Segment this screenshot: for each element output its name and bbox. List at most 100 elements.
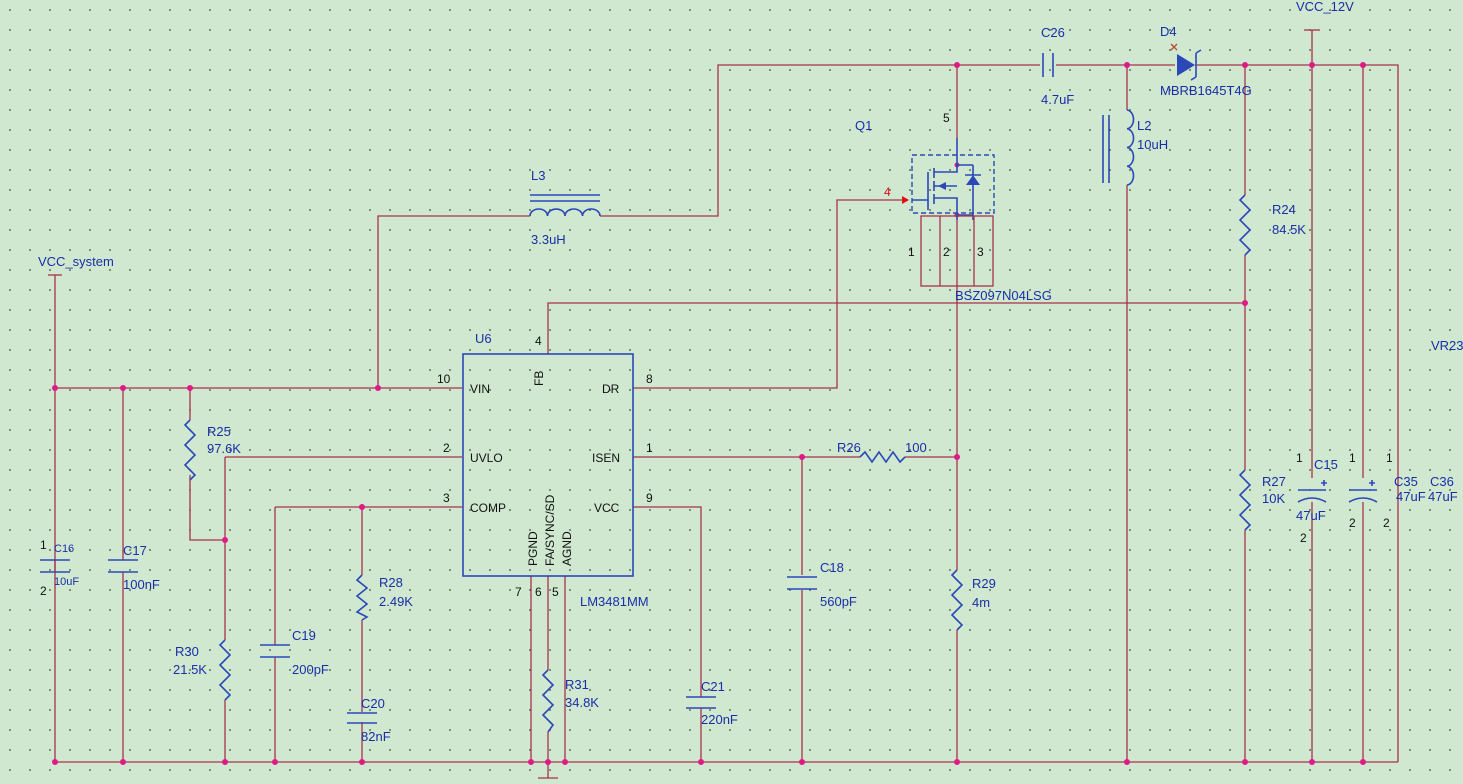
pin-num-vcc: 9 [646,491,653,505]
c36-pin1: 1 [1386,451,1393,465]
resistor-r25[interactable]: R25 97.6K [183,419,241,481]
resistor-r30[interactable]: R30 21.5K [173,639,232,701]
q1-ref: Q1 [855,118,872,133]
pin-vcc-label: VCC [594,501,620,515]
resistor-r24[interactable]: R24 84.5K [1238,194,1306,256]
q1-pin-s1: 1 [908,245,915,259]
c21-value: 220nF [701,712,738,727]
c20-value: 82nF [361,729,391,744]
r30-ref: R30 [175,644,199,659]
capacitor-c18[interactable]: C18 560pF [787,560,857,609]
capacitor-c15[interactable]: C15 47uF 1 2 [1296,451,1338,545]
r27-ref: R27 [1262,474,1286,489]
r24-ref: R24 [1272,202,1296,217]
resistor-r31[interactable]: R31 34.8K [541,669,599,733]
capacitor-c35[interactable]: C35 47uF 1 2 [1348,451,1426,530]
c35-pin1: 1 [1349,451,1356,465]
vcc-system-label: VCC_system [38,254,114,269]
c16-pin2: 2 [40,584,47,598]
mosfet-q1[interactable]: Q1 4 5 1 2 3 BSZ097N04LSG [855,111,1052,303]
c16-pin1: 1 [40,538,47,552]
c20-ref: C20 [361,696,385,711]
l3-value: 3.3uH [531,232,566,247]
resistor-r28[interactable]: R28 2.49K [355,574,413,621]
l2-ref: L2 [1137,118,1151,133]
wires [54,30,1399,778]
u6-ref: U6 [475,331,492,346]
c16-ref: C16 [54,543,74,555]
pin-fb-label: FB [532,371,546,386]
resistor-r27[interactable]: R27 10K [1238,469,1286,531]
pin-vin-label: VIN [470,382,490,396]
pin-pgnd-label: PGND [526,531,540,566]
r25-value: 97.6K [207,441,241,456]
c18-value: 560pF [820,594,857,609]
vcc-system-symbol[interactable]: VCC_system [38,254,114,276]
c15-pin2: 2 [1300,531,1307,545]
c35-ref: C35 [1394,474,1418,489]
r29-ref: R29 [972,576,996,591]
c35-pin2: 2 [1349,516,1356,530]
c21-ref: C21 [701,679,725,694]
pin-num-fa: 6 [535,585,542,599]
pin-num-isen: 1 [646,441,653,455]
c26-value: 4.7uF [1041,92,1074,107]
r31-value: 34.8K [565,695,599,710]
capacitor-c26[interactable]: C26 4.7uF [1041,25,1074,107]
pin-fa-label: FA/SYNC/SD [543,494,557,566]
c36-ref: C36 [1430,474,1454,489]
d4-part: MBRB1645T4G [1160,83,1252,98]
c26-ref: C26 [1041,25,1065,40]
vr23-ref: VR23 [1431,338,1463,353]
r25-ref: R25 [207,424,231,439]
pin-uvlo-label: UVLO [470,451,503,465]
c15-pin1: 1 [1296,451,1303,465]
pin-num-vin: 10 [437,372,451,386]
u6-part: LM3481MM [580,594,649,609]
capacitor-c20[interactable]: C20 82nF [347,696,391,744]
pin-comp-label: COMP [470,501,506,515]
pin-num-fb: 4 [535,334,542,348]
q1-pin-drain: 5 [943,111,950,125]
resistor-r26[interactable]: R26 100 [837,440,927,464]
l2-value: 10uH [1137,137,1168,152]
vcc-12v-label: VCC_12V [1296,0,1354,14]
c15-ref: C15 [1314,457,1338,472]
r28-ref: R28 [379,575,403,590]
capacitor-c17[interactable]: C17 100nF [108,543,160,592]
r24-value: 84.5K [1272,222,1306,237]
c18-ref: C18 [820,560,844,575]
capacitor-c36[interactable]: C36 47uF 1 2 [1383,451,1458,530]
pin-num-dr: 8 [646,372,653,386]
inductor-l2[interactable]: L2 10uH [1102,109,1168,186]
c17-ref: C17 [123,543,147,558]
r27-value: 10K [1262,491,1285,506]
c36-pin2: 2 [1383,516,1390,530]
d4-ref: D4 [1160,24,1177,39]
q1-pin-s3: 3 [977,245,984,259]
resistor-r29[interactable]: R29 4m [950,569,996,631]
c16-value: 10uF [54,576,79,588]
q1-pin-gate: 4 [884,185,891,199]
u6-ic[interactable]: U6 LM3481MM VIN UVLO COMP DR ISEN VCC FB… [437,331,653,609]
c17-value: 100nF [123,577,160,592]
r28-value: 2.49K [379,594,413,609]
capacitor-c19[interactable]: C19 200pF [260,628,329,677]
capacitor-c16[interactable]: C16 10uF 1 2 [40,538,79,598]
r26-value: 100 [905,440,927,455]
diode-d4[interactable]: D4 MBRB1645T4G [1160,24,1252,98]
pin-num-uvlo: 2 [443,441,450,455]
pin-dr-label: DR [602,382,620,396]
c19-value: 200pF [292,662,329,677]
inductor-l3[interactable]: L3 3.3uH [529,168,601,247]
r29-value: 4m [972,595,990,610]
junctions [52,62,1366,765]
r30-value: 21.5K [173,662,207,677]
pin-isen-label: ISEN [592,451,620,465]
capacitor-c21[interactable]: C21 220nF [686,679,738,727]
q1-pin-s2: 2 [943,245,950,259]
vcc-12v-symbol[interactable]: VCC_12V [1296,0,1354,31]
pin-num-pgnd: 7 [515,585,522,599]
